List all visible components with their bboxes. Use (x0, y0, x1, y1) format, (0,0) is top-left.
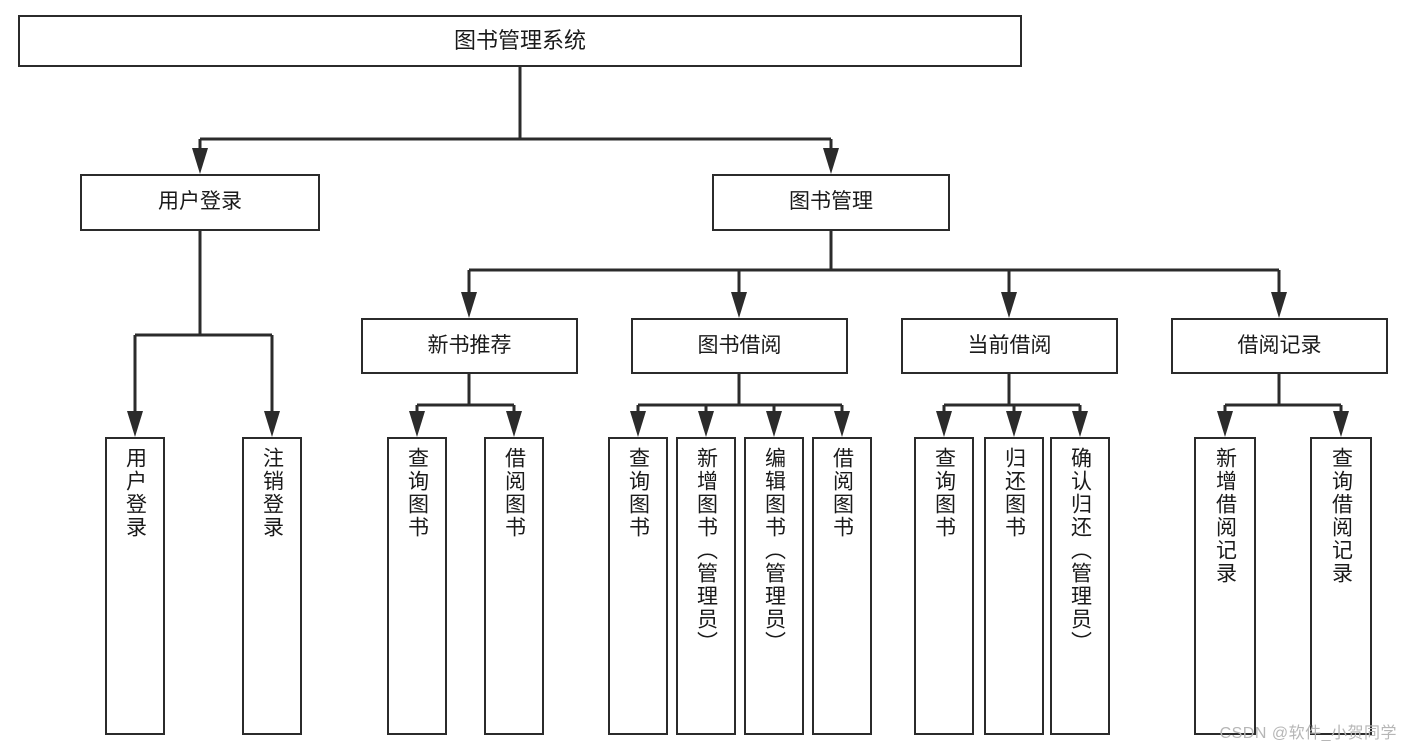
node-book-borrow[interactable]: 图书借阅 (631, 318, 848, 374)
node-label: 归还图书 (1002, 447, 1026, 539)
node-label: 借阅记录 (1237, 333, 1322, 357)
node-leaf-borrow-book-rec[interactable]: 借阅图书 (484, 437, 544, 735)
arrow-head-icon (698, 411, 714, 437)
node-borrow-record[interactable]: 借阅记录 (1171, 318, 1388, 374)
node-leaf-logout[interactable]: 注销登录 (242, 437, 302, 735)
node-label: 图书借阅 (697, 333, 782, 357)
arrow-head-icon (409, 411, 425, 437)
node-label: 注销登录 (260, 447, 284, 539)
node-leaf-add-book[interactable]: 新增图书（管理员） (676, 437, 736, 735)
arrow-head-icon (1217, 411, 1233, 437)
arrow-head-icon (1333, 411, 1349, 437)
node-root[interactable]: 图书管理系统 (18, 15, 1022, 67)
node-leaf-query-book-rec[interactable]: 查询图书 (387, 437, 447, 735)
arrow-head-icon (1072, 411, 1088, 437)
arrow-head-icon (731, 292, 747, 318)
node-label: 编辑图书（管理员） (762, 447, 786, 654)
node-leaf-query-book-borrow[interactable]: 查询图书 (608, 437, 668, 735)
arrow-head-icon (264, 411, 280, 437)
node-label: 图书管理系统 (453, 28, 586, 54)
arrow-head-icon (192, 148, 208, 174)
node-label: 新增图书（管理员） (694, 447, 718, 654)
node-leaf-edit-book[interactable]: 编辑图书（管理员） (744, 437, 804, 735)
arrow-head-icon (127, 411, 143, 437)
node-leaf-user-login[interactable]: 用户登录 (105, 437, 165, 735)
node-label: 用户登录 (158, 190, 242, 214)
arrow-head-icon (766, 411, 782, 437)
node-label: 新书推荐 (427, 333, 512, 357)
node-label: 查询图书 (626, 447, 650, 539)
node-leaf-add-borrow-record[interactable]: 新增借阅记录 (1194, 437, 1256, 735)
arrow-head-icon (823, 148, 839, 174)
arrow-head-icon (506, 411, 522, 437)
node-label: 图书管理 (789, 190, 873, 214)
node-label: 新增借阅记录 (1213, 447, 1237, 585)
arrow-head-icon (1006, 411, 1022, 437)
arrow-head-icon (1271, 292, 1287, 318)
node-leaf-borrow-book[interactable]: 借阅图书 (812, 437, 872, 735)
arrow-head-icon (834, 411, 850, 437)
arrow-head-icon (461, 292, 477, 318)
arrow-head-icon (1001, 292, 1017, 318)
node-current-borrow[interactable]: 当前借阅 (901, 318, 1118, 374)
arrow-head-icon (630, 411, 646, 437)
node-book-management[interactable]: 图书管理 (712, 174, 950, 231)
node-label: 借阅图书 (502, 447, 526, 539)
arrow-head-icon (936, 411, 952, 437)
node-label: 查询借阅记录 (1329, 447, 1353, 585)
node-user-login[interactable]: 用户登录 (80, 174, 320, 231)
node-leaf-query-book-current[interactable]: 查询图书 (914, 437, 974, 735)
node-label: 借阅图书 (830, 447, 854, 539)
watermark-text: CSDN @软件_小贺同学 (1219, 725, 1397, 742)
node-new-book-recommend[interactable]: 新书推荐 (361, 318, 578, 374)
node-label: 当前借阅 (967, 333, 1052, 357)
node-label: 查询图书 (932, 447, 956, 539)
node-leaf-query-borrow-record[interactable]: 查询借阅记录 (1310, 437, 1372, 735)
node-label: 查询图书 (405, 447, 429, 539)
node-label: 确认归还（管理员） (1068, 447, 1092, 654)
node-label: 用户登录 (123, 447, 147, 539)
node-leaf-confirm-return[interactable]: 确认归还（管理员） (1050, 437, 1110, 735)
node-leaf-return-book[interactable]: 归还图书 (984, 437, 1044, 735)
